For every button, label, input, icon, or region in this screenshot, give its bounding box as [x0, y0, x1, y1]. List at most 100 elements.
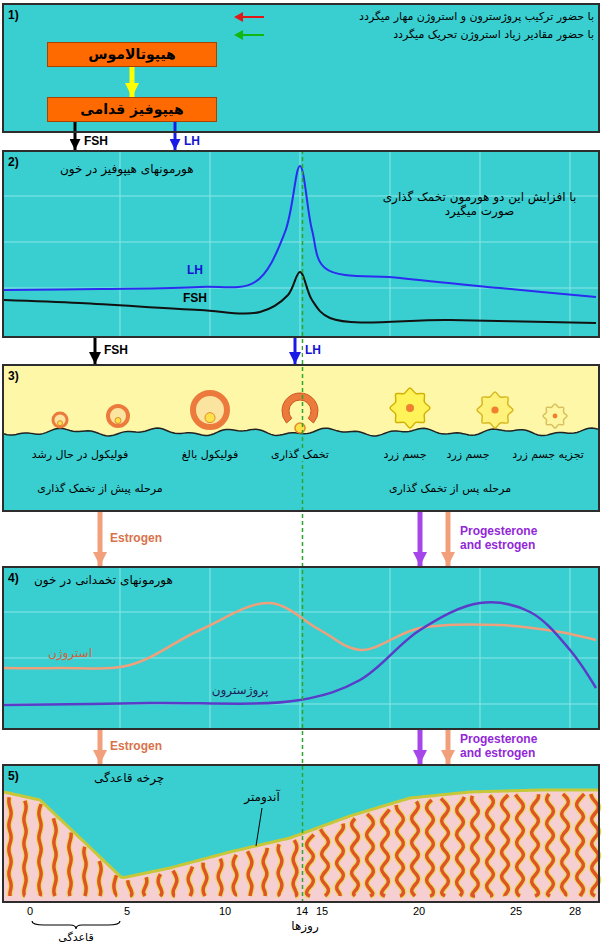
hormone-arrow	[174, 122, 177, 150]
uterine-gland	[532, 794, 539, 896]
ruptured-follicle	[282, 393, 318, 423]
uterine-gland	[337, 824, 344, 896]
uterine-gland	[382, 810, 390, 897]
follicle	[53, 413, 67, 427]
luteum-core	[491, 406, 498, 413]
panel-number: 2)	[8, 155, 19, 169]
gland-outline	[218, 859, 222, 896]
ovum	[115, 418, 121, 424]
grid-line	[480, 152, 481, 336]
grid-line	[390, 152, 391, 336]
ovary-tissue	[4, 366, 598, 436]
gland-outline	[128, 880, 132, 896]
hormone-arrow	[98, 512, 103, 566]
lh-curve	[4, 166, 596, 297]
uterine-gland	[457, 797, 465, 896]
grid-line	[4, 242, 598, 243]
luteum-core	[406, 404, 414, 412]
uterine-gland	[547, 794, 554, 896]
gland-outline	[352, 819, 359, 897]
curve-label: پروژسترون	[210, 683, 270, 697]
gland-outline	[158, 874, 162, 896]
curve-label: LH	[185, 263, 205, 277]
grid-line	[4, 658, 598, 659]
grid-line	[210, 152, 211, 336]
edge-label: FSH	[102, 344, 130, 358]
gland-outline	[143, 877, 146, 896]
hormone-arrow	[294, 338, 297, 364]
axis-number: 10	[217, 905, 233, 918]
edge-label: LH	[182, 135, 202, 149]
curve-label: FSH	[181, 291, 209, 305]
uterine-gland	[128, 880, 132, 896]
uterine-gland	[352, 819, 359, 897]
hormone-arrow	[98, 730, 103, 764]
grid-line	[4, 612, 598, 613]
stage-label: فولیکول بالغ	[180, 448, 240, 461]
grid-line	[120, 152, 121, 336]
gland-outline	[54, 818, 57, 896]
released-ovum	[295, 423, 305, 433]
feedback-arrow-head	[234, 30, 243, 40]
edge-label: LH	[303, 344, 323, 358]
box-label: هیپوفیز قدامی	[80, 101, 183, 118]
uterine-gland	[143, 877, 146, 896]
uterine-gland	[84, 847, 86, 896]
feedback-arrow	[242, 34, 264, 36]
uterine-gland	[233, 855, 237, 896]
stage-label: تجزیه جسم زرد	[510, 448, 586, 461]
uterine-gland	[412, 802, 419, 897]
uterine-gland	[487, 795, 494, 896]
uterine-gland	[562, 794, 569, 896]
uterine-gland	[54, 818, 57, 896]
follicle	[108, 406, 128, 426]
gland-outline	[69, 833, 71, 897]
axis-number: 14	[294, 905, 310, 918]
uterine-gland	[321, 829, 329, 896]
uterine-gland	[278, 844, 282, 896]
hormone-arrow	[130, 67, 135, 97]
stage-label: جسم زرد	[445, 448, 492, 461]
gland-outline	[248, 851, 252, 896]
uterine-gland	[263, 848, 267, 896]
stage-label: جسم زرد	[382, 448, 429, 461]
gland-outline	[233, 855, 237, 896]
gland-outline	[396, 805, 403, 896]
gland-outline	[427, 800, 434, 896]
edge-label: FSH	[82, 135, 110, 149]
gland-outline	[337, 824, 344, 896]
panel: 2)هورمونهای هیپوفیز در خون	[2, 150, 600, 338]
fsh-curve	[4, 272, 596, 323]
gland-outline	[562, 794, 569, 896]
stage-label: فولیکول در حال رشد	[30, 448, 131, 461]
gland-outline	[39, 804, 41, 896]
uterine-gland	[441, 799, 448, 897]
stage-label: تخمک گذاری	[269, 448, 331, 461]
uterine-gland	[396, 805, 403, 896]
uterine-gland	[158, 874, 162, 896]
phase-label: مرحله پس از تخمک گذاری	[387, 482, 513, 495]
gland-outline	[114, 875, 117, 896]
gland-outline	[321, 829, 329, 896]
gland-outline	[84, 847, 86, 896]
gland-outline	[577, 794, 585, 896]
gland-outline	[293, 840, 297, 896]
gland-box: هیپوفیز قدامی	[47, 97, 217, 122]
gland-outline	[99, 861, 101, 896]
panel-number: 1)	[8, 8, 19, 22]
corpus-luteum	[477, 392, 513, 428]
edge-label: Estrogen	[108, 532, 164, 546]
ovum	[58, 421, 63, 426]
feedback-arrow-head	[234, 12, 243, 22]
uterine-gland	[39, 804, 41, 896]
uterine-gland	[9, 797, 11, 896]
luteum-core	[553, 414, 558, 419]
axis-number: 20	[411, 905, 427, 918]
gland-outline	[278, 844, 282, 896]
gland-outline	[472, 796, 479, 896]
leader-line	[256, 808, 262, 846]
gland-outline	[188, 867, 192, 896]
axis-title: روزها	[289, 919, 320, 933]
ovulation-note: با افزایش این دو هورمون تخمک گذاری صورت …	[365, 190, 594, 219]
axis-number: 28	[567, 905, 583, 918]
